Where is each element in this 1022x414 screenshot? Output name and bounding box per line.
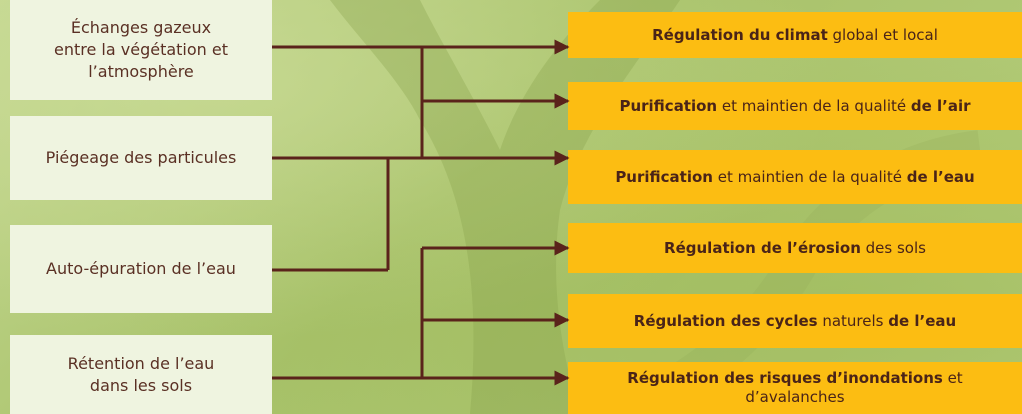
target-box: Régulation des cycles naturels de l’eau <box>568 294 1022 348</box>
source-box: Piégeage des particules <box>10 116 272 200</box>
target-label-part: de l’eau <box>906 167 975 186</box>
target-label-part: Purification <box>619 96 718 115</box>
target-label: Régulation du climat global et local <box>652 26 938 45</box>
target-label-part: Purification <box>615 167 713 186</box>
target-label-part: Régulation des risques d’inondations <box>627 369 943 387</box>
target-label-part: et maintien de la qualité <box>712 167 907 186</box>
target-label-part: Régulation du climat <box>652 25 828 44</box>
target-label-part: et d’avalanches <box>745 369 963 406</box>
target-box: Régulation du climat global et local <box>568 12 1022 58</box>
source-label: Auto-épuration de l’eau <box>46 259 236 278</box>
target-label-part: Régulation des cycles <box>633 311 818 330</box>
source-box: Auto-épuration de l’eau <box>10 225 272 313</box>
target-label-part: global et local <box>827 25 938 44</box>
target-label-part: et maintien de la qualité <box>717 96 911 115</box>
source-box: Rétention de l’eau dans les sols <box>10 335 272 414</box>
source-label: Rétention de l’eau dans les sols <box>67 353 215 395</box>
source-label: Échanges gazeux entre la végétation et l… <box>54 18 228 81</box>
target-label: Régulation de l’érosion des sols <box>664 239 926 258</box>
source-label: Piégeage des particules <box>45 148 237 167</box>
target-label-part: de l’air <box>910 96 971 115</box>
target-box: Purification et maintien de la qualité d… <box>568 150 1022 204</box>
target-label-part: naturels <box>817 311 889 330</box>
target-label: Régulation des risques d’inondations et … <box>627 369 962 407</box>
source-box: Échanges gazeux entre la végétation et l… <box>10 0 272 100</box>
target-label-part: de l’eau <box>888 311 957 330</box>
target-label: Purification et maintien de la qualité d… <box>619 97 970 116</box>
target-label: Purification et maintien de la qualité d… <box>615 168 974 187</box>
target-box: Régulation des risques d’inondations et … <box>568 362 1022 414</box>
target-box: Purification et maintien de la qualité d… <box>568 82 1022 130</box>
target-box: Régulation de l’érosion des sols <box>568 223 1022 273</box>
target-label: Régulation des cycles naturels de l’eau <box>634 312 956 331</box>
target-label-part: Régulation de l’érosion <box>664 238 861 257</box>
target-label-part: des sols <box>860 238 926 257</box>
